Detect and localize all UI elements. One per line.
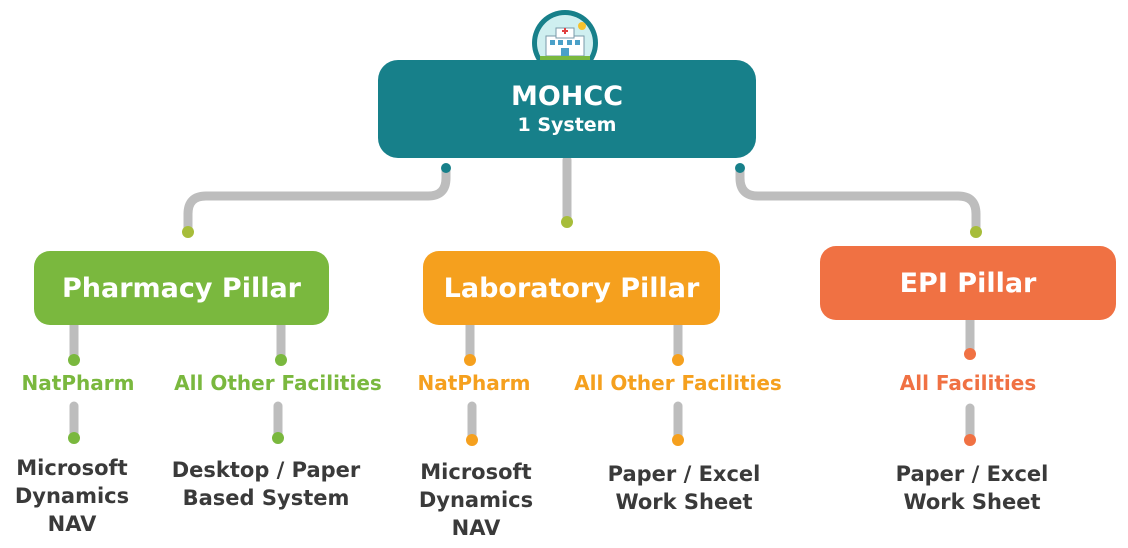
laboratory-other-system: Paper / Excel Work Sheet bbox=[608, 460, 761, 516]
system-line: Paper / Excel bbox=[607, 462, 761, 486]
dot-lab-natpharm-a bbox=[464, 354, 476, 366]
root-subtitle: 1 System bbox=[517, 114, 617, 136]
dot-pharm-natpharm-a bbox=[68, 354, 80, 366]
laboratory-pillar: Laboratory Pillar bbox=[423, 251, 720, 325]
epi-pillar: EPI Pillar bbox=[820, 246, 1116, 320]
dot-lab-other-b bbox=[672, 434, 684, 446]
connector-root-pharmacy bbox=[183, 163, 451, 237]
dot-lab-other-a bbox=[672, 354, 684, 366]
root-title: MOHCC bbox=[510, 81, 624, 112]
system-line: Microsoft bbox=[420, 460, 532, 484]
root-node: MOHCC 1 System bbox=[378, 60, 756, 158]
system-line: Based System bbox=[182, 486, 350, 510]
epi-all-system: Paper / Excel Work Sheet bbox=[896, 460, 1049, 516]
system-line: Work Sheet bbox=[903, 490, 1041, 514]
system-line: Dynamics bbox=[418, 488, 534, 512]
system-line: Paper / Excel bbox=[895, 462, 1049, 486]
dot-root-right bbox=[735, 163, 745, 173]
dot-pharm-other-a bbox=[275, 354, 287, 366]
dot-pharmacy-top bbox=[182, 226, 194, 238]
pharmacy-facility-natpharm: NatPharm bbox=[21, 371, 135, 395]
dot-root-left bbox=[441, 163, 451, 173]
system-line: Microsoft bbox=[16, 456, 128, 480]
epi-facility-all: All Facilities bbox=[899, 371, 1037, 395]
pharmacy-facility-all-other: All Other Facilities bbox=[174, 371, 382, 395]
pharmacy-other-system: Desktop / Paper Based System bbox=[172, 456, 361, 512]
pharmacy-pillar: Pharmacy Pillar bbox=[34, 251, 329, 325]
dot-lab-natpharm-b bbox=[466, 434, 478, 446]
dot-pharm-other-b bbox=[272, 432, 284, 444]
dot-laboratory-top bbox=[561, 216, 573, 228]
system-line: Dynamics bbox=[14, 484, 130, 508]
pharmacy-natpharm-system: Microsoft Dynamics NAV bbox=[15, 454, 129, 538]
system-line: NAV bbox=[451, 516, 501, 540]
system-line: NAV bbox=[47, 512, 97, 536]
dot-epi-all-a bbox=[964, 348, 976, 360]
dot-epi-all-b bbox=[964, 434, 976, 446]
hospital-icon bbox=[532, 10, 598, 76]
laboratory-natpharm-system: Microsoft Dynamics NAV bbox=[419, 458, 533, 542]
dot-epi-top bbox=[970, 226, 982, 238]
system-line: Desktop / Paper bbox=[171, 458, 361, 482]
connector-root-epi bbox=[735, 163, 981, 237]
system-line: Work Sheet bbox=[615, 490, 753, 514]
dot-pharm-natpharm-b bbox=[68, 432, 80, 444]
laboratory-facility-natpharm: NatPharm bbox=[417, 371, 531, 395]
laboratory-facility-all-other: All Other Facilities bbox=[574, 371, 782, 395]
